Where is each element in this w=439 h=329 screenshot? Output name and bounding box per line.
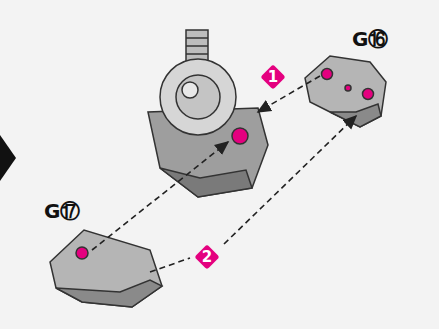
part-number: G⑰ xyxy=(44,200,80,222)
part-g17 xyxy=(50,230,162,307)
part-number: G⑯ xyxy=(352,28,388,50)
step-number: 2 xyxy=(196,246,218,268)
flow-arrow xyxy=(0,135,16,181)
torso-part xyxy=(148,30,268,197)
part-g16 xyxy=(305,56,386,127)
step-number: 1 xyxy=(262,66,284,88)
step-number-text: 2 xyxy=(202,248,212,266)
dashed-arrows xyxy=(92,76,356,272)
step-number-text: 1 xyxy=(268,68,278,86)
